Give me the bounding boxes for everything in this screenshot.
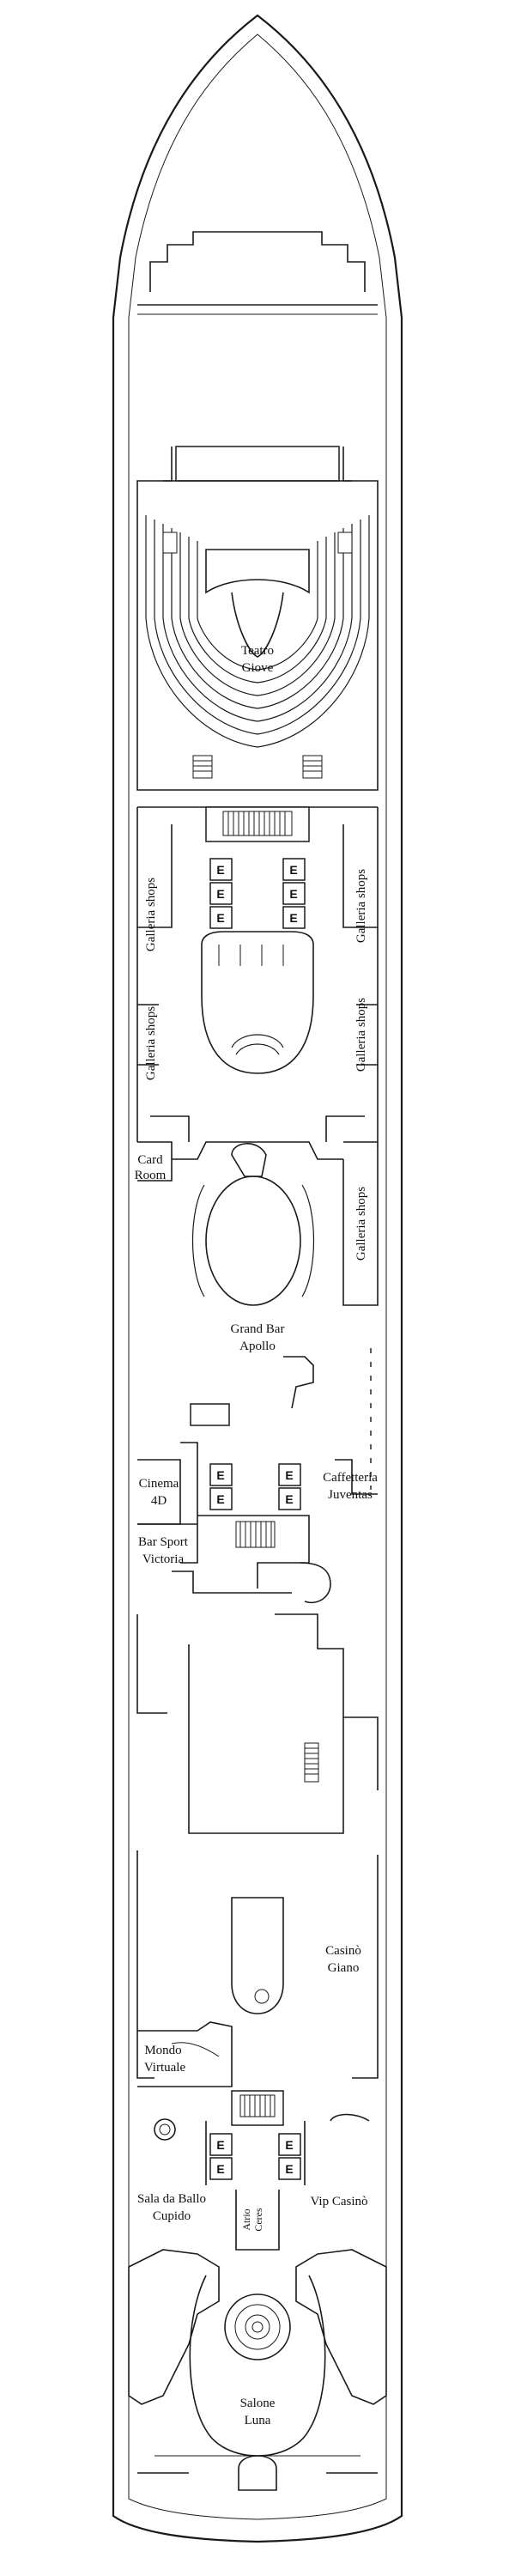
elevator-a1: E bbox=[216, 2138, 224, 2152]
label-caffetteria-line1: Caffetteria bbox=[323, 1471, 378, 1485]
label-sala-line2: Cupido bbox=[153, 2209, 191, 2223]
teatro-giove bbox=[136, 480, 379, 791]
midship-elevators bbox=[209, 1463, 301, 1548]
elevator-m4: E bbox=[285, 1492, 293, 1506]
label-card-room-line2: Room bbox=[135, 1169, 167, 1182]
label-teatro-line2: Giove bbox=[242, 661, 274, 675]
hull-inner-line bbox=[128, 33, 387, 2520]
label-caffetteria-line2: Juventas bbox=[328, 1488, 373, 1502]
elevator-a3: E bbox=[285, 2138, 293, 2152]
label-mondo-line1: Mondo bbox=[144, 2044, 181, 2057]
ship-hull bbox=[112, 14, 403, 2543]
elevator-m1: E bbox=[216, 1468, 224, 1482]
label-card-room-line1: Card bbox=[137, 1153, 163, 1167]
elevator-f5: E bbox=[289, 887, 297, 901]
label-grand-bar-line1: Grand Bar bbox=[231, 1322, 285, 1336]
elevator-a4: E bbox=[285, 2162, 293, 2176]
label-sala-line1: Sala da Ballo bbox=[137, 2192, 206, 2206]
forward-elevators bbox=[209, 858, 306, 929]
label-bar-sport-line2: Victoria bbox=[142, 1552, 185, 1566]
mondo-virtuale bbox=[137, 2021, 233, 2087]
label-mondo-line2: Virtuale bbox=[144, 2061, 186, 2075]
label-grand-bar-line2: Apollo bbox=[239, 1340, 276, 1353]
label-galleria-shops-right-2: Galleria shops bbox=[354, 998, 368, 1072]
label-galleria-shops-left-2: Galleria shops bbox=[144, 1006, 158, 1080]
elevator-f4: E bbox=[289, 863, 297, 877]
forward-shops-block bbox=[136, 806, 379, 1142]
elevator-f3: E bbox=[216, 911, 224, 925]
midship-block bbox=[137, 1356, 378, 1603]
label-galleria-shops-right-1: Galleria shops bbox=[354, 869, 368, 943]
label-atrio-line1: Atrio bbox=[240, 2208, 252, 2230]
label-bar-sport-line1: Bar Sport bbox=[138, 1535, 189, 1549]
elevator-m2: E bbox=[216, 1492, 224, 1506]
elevator-a2: E bbox=[216, 2162, 224, 2176]
elevator-f1: E bbox=[216, 863, 224, 877]
casino-area bbox=[136, 1613, 379, 2079]
label-teatro-line1: Teatro bbox=[241, 644, 274, 658]
elevator-f2: E bbox=[216, 887, 224, 901]
label-cinema-line1: Cinema bbox=[139, 1477, 179, 1491]
label-salone-line2: Luna bbox=[245, 2414, 271, 2427]
label-cinema-line2: 4D bbox=[151, 1494, 167, 1508]
salone-luna bbox=[128, 2249, 387, 2491]
aft-elevator-core bbox=[154, 2090, 370, 2251]
label-galleria-shops-left-1: Galleria shops bbox=[144, 878, 158, 951]
grand-bar-area bbox=[137, 1141, 379, 1306]
elevator-m3: E bbox=[285, 1468, 293, 1482]
label-vip-casino: Vip Casinò bbox=[310, 2195, 367, 2208]
label-salone-line1: Salone bbox=[240, 2397, 276, 2410]
label-galleria-shops-right-3: Galleria shops bbox=[354, 1187, 368, 1261]
elevator-f6: E bbox=[289, 911, 297, 925]
label-atrio-line2: Ceres bbox=[252, 2208, 264, 2232]
label-casino-line1: Casinò bbox=[325, 1944, 361, 1958]
label-casino-line2: Giano bbox=[328, 1961, 360, 1975]
